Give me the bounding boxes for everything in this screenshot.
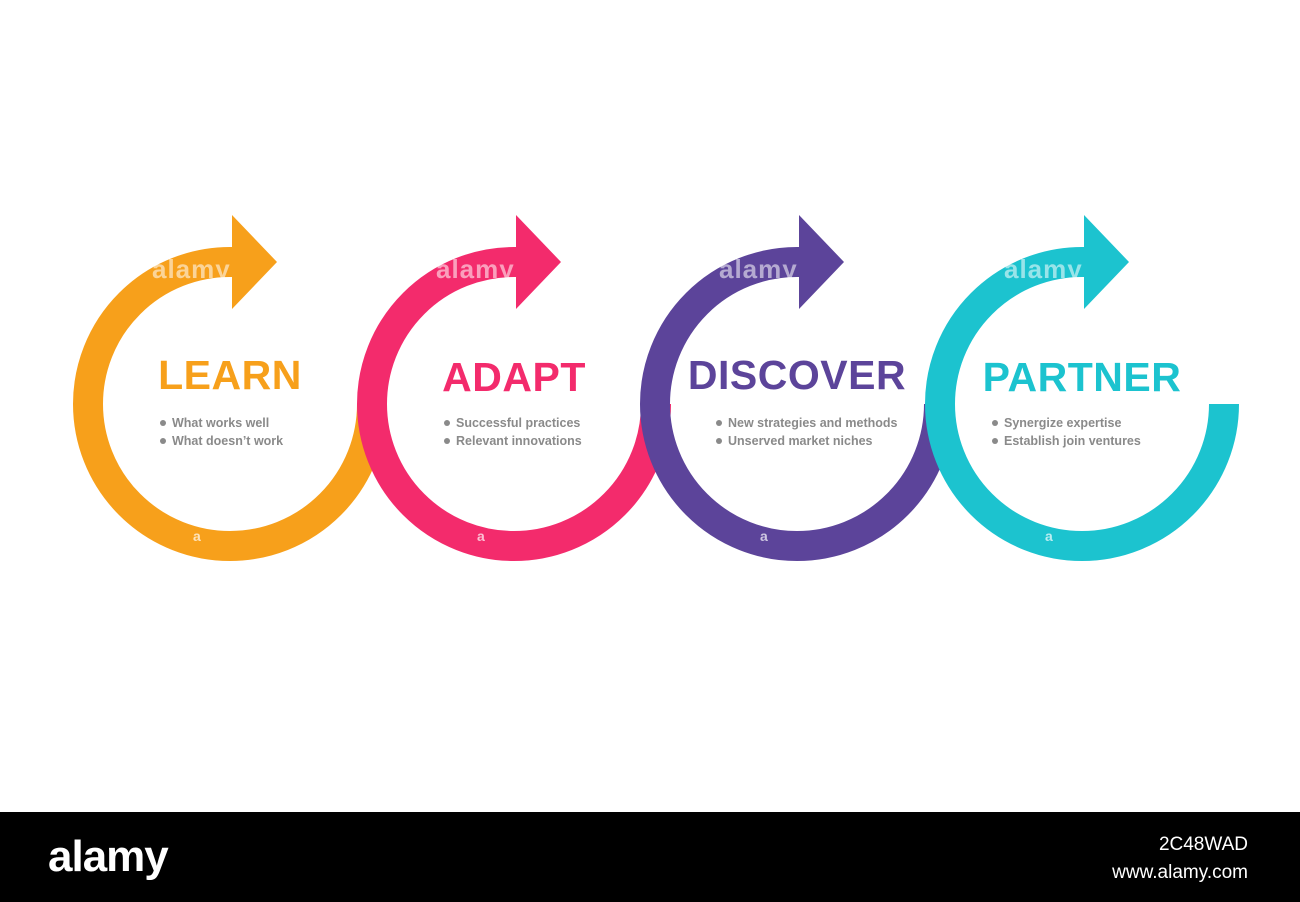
bullet-item: What works well	[160, 414, 283, 432]
bullet-text: Unserved market niches	[728, 434, 873, 448]
bullet-item: New strategies and methods	[716, 414, 898, 432]
alamy-logo: alamy	[48, 832, 169, 881]
step-title-partner: PARTNER	[982, 354, 1182, 400]
bullet-item: Successful practices	[444, 414, 582, 432]
arrowhead-partner	[1084, 215, 1129, 309]
bullet-text: Relevant innovations	[456, 434, 582, 448]
arc-adapt	[357, 247, 671, 561]
cycle-arrow-partner	[925, 215, 1239, 561]
arrowhead-learn	[232, 215, 277, 309]
bullet-dot-icon	[992, 438, 998, 444]
watermark-mark: a	[1045, 528, 1053, 544]
bullet-dot-icon	[716, 438, 722, 444]
bullet-dot-icon	[992, 420, 998, 426]
bullet-dot-icon	[444, 420, 450, 426]
bullet-item: Unserved market niches	[716, 432, 898, 450]
step-title-adapt: ADAPT	[442, 354, 586, 400]
bullet-text: Successful practices	[456, 416, 581, 430]
footer-url: www.alamy.com	[1112, 862, 1248, 883]
bullet-dot-icon	[160, 420, 166, 426]
watermark-text: alamy	[436, 254, 515, 284]
arc-discover	[640, 247, 954, 561]
step-title-learn: LEARN	[158, 352, 302, 398]
watermark-mark: a	[477, 528, 485, 544]
cycle-diagram	[73, 215, 1239, 561]
bullet-dot-icon	[160, 438, 166, 444]
arc-learn	[73, 247, 387, 561]
step-title-discover: DISCOVER	[687, 352, 907, 398]
cycle-arrow-adapt	[357, 215, 671, 561]
watermark-text: alamy	[1004, 254, 1083, 284]
bullet-text: Establish join ventures	[1004, 434, 1141, 448]
arrowhead-adapt	[516, 215, 561, 309]
image-id: 2C48WAD	[1158, 834, 1248, 855]
bullet-text: What doesn’t work	[172, 434, 284, 448]
arrowhead-discover	[799, 215, 844, 309]
bullet-item: Synergize expertise	[992, 414, 1141, 432]
watermark-text: alamy	[719, 254, 798, 284]
cycle-arrow-learn	[73, 215, 387, 561]
bullet-text: New strategies and methods	[728, 416, 898, 430]
bullet-item: What doesn’t work	[160, 432, 283, 450]
bullet-text: Synergize expertise	[1004, 416, 1122, 430]
bullet-dot-icon	[444, 438, 450, 444]
bullet-item: Establish join ventures	[992, 432, 1141, 450]
bullet-item: Relevant innovations	[444, 432, 582, 450]
watermark-footer: alamy 2C48WAD www.alamy.com	[0, 812, 1300, 902]
bullet-dot-icon	[716, 420, 722, 426]
cycle-arrow-discover	[640, 215, 954, 561]
bullet-text: What works well	[172, 416, 270, 430]
arc-partner	[925, 247, 1239, 561]
watermark-mark: a	[760, 528, 768, 544]
watermark-mark: a	[193, 528, 201, 544]
watermark-text: alamy	[152, 254, 231, 284]
